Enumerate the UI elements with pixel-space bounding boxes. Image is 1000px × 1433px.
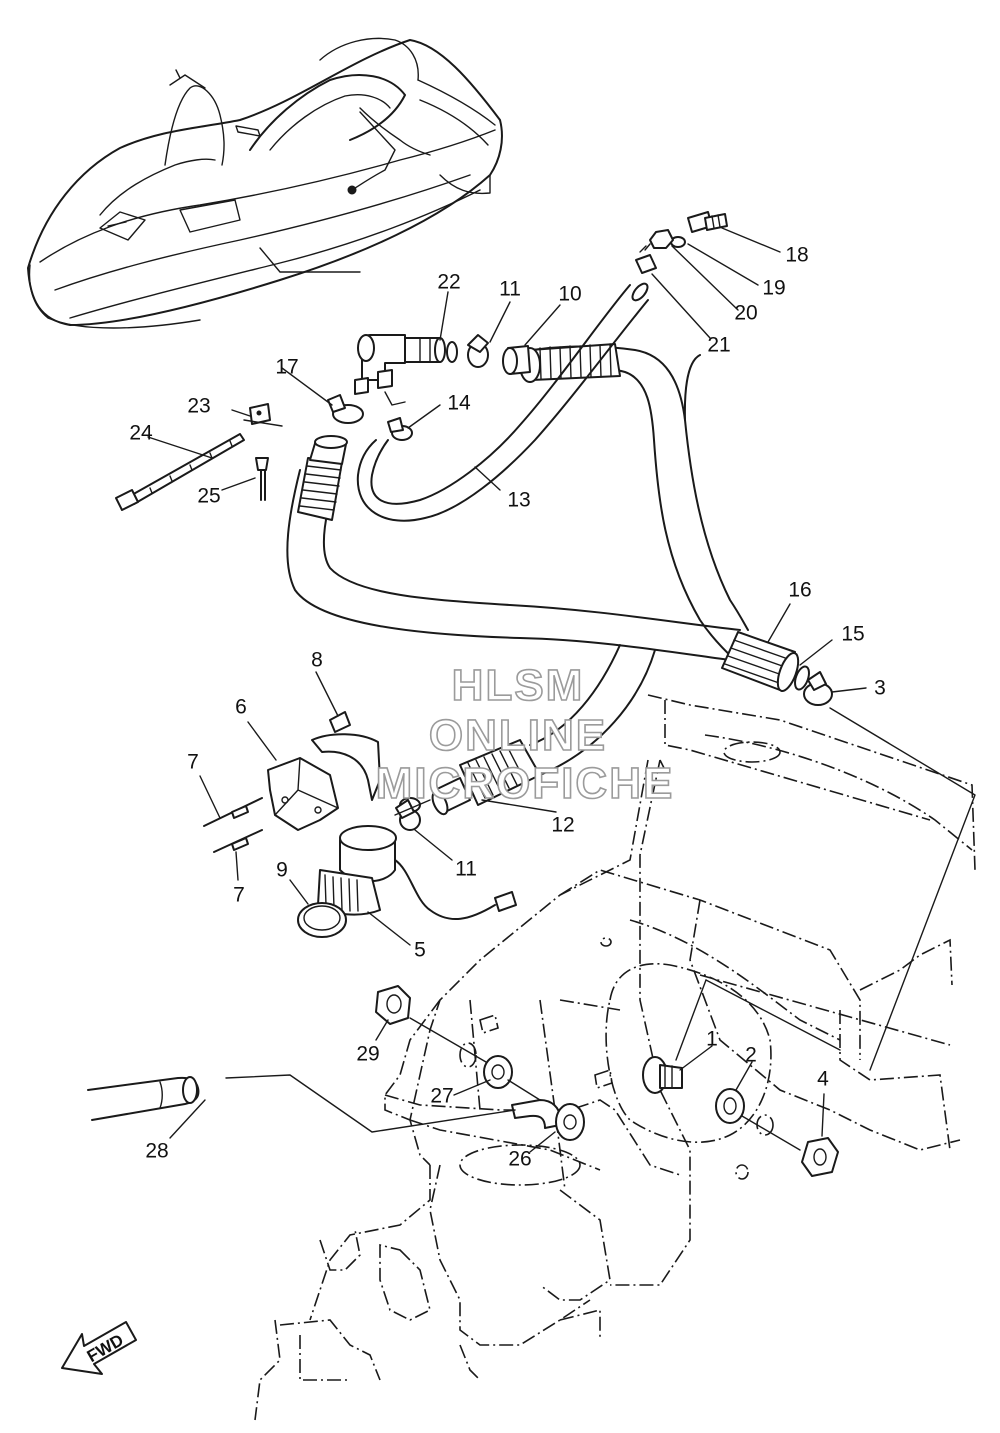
- fitting-26: [511, 1099, 585, 1141]
- clamp-8: [311, 711, 381, 801]
- callout-6: 6: [235, 696, 247, 719]
- holder-23: [243, 403, 283, 427]
- callout-24: 24: [129, 422, 153, 445]
- callout-16: 16: [788, 579, 811, 602]
- callout-2: 2: [745, 1044, 757, 1067]
- watermark-line-1: HLSM: [452, 661, 585, 710]
- callout-13: 13: [507, 489, 530, 512]
- watermark: HLSM ONLINE MICROFICHE: [375, 660, 675, 809]
- hose-clamp-11-upper: [467, 334, 489, 368]
- watercraft-overview-illustration: [27, 37, 503, 329]
- hose-clamp-14: [387, 417, 413, 441]
- grommet-21: [635, 243, 657, 274]
- callout-3: 3: [874, 677, 886, 700]
- hose-12: [431, 644, 656, 816]
- callout-18: 18: [785, 244, 808, 267]
- callout-10: 10: [558, 283, 581, 306]
- callout-7-lower: 7: [233, 884, 245, 907]
- callout-26: 26: [508, 1148, 531, 1171]
- callout-29: 29: [356, 1043, 379, 1066]
- sleeve-10: [502, 345, 531, 375]
- callout-4: 4: [817, 1068, 829, 1091]
- callout-14: 14: [447, 392, 471, 415]
- hose-clamp-11-lower: [395, 799, 421, 831]
- cable-tie-24: [115, 433, 245, 511]
- rivet-25: [255, 457, 269, 501]
- leader-lines: [147, 227, 976, 1153]
- washer-2: [715, 1088, 745, 1124]
- callout-labels: 1 2 3 4 5 6 7 7 8 9 10 11 11 12 13 14 15…: [129, 244, 886, 1171]
- hose-clamp-3: [803, 671, 833, 706]
- bolt-18: [687, 211, 728, 233]
- callout-27: 27: [430, 1085, 453, 1108]
- callout-5: 5: [414, 939, 426, 962]
- callout-12: 12: [551, 814, 574, 837]
- fwd-arrow-icon: FWD: [61, 1321, 137, 1375]
- nut-29: [375, 985, 411, 1025]
- cap-9: [297, 902, 347, 938]
- bracket-6: [267, 757, 339, 831]
- nut-20: [649, 229, 674, 249]
- elbow-fitting-22: [354, 334, 458, 406]
- callout-19: 19: [762, 277, 785, 300]
- hose-corrugation-lower: [721, 631, 810, 692]
- callout-17: 17: [275, 356, 298, 379]
- hose-13: [356, 282, 649, 522]
- washer-27: [483, 1055, 513, 1089]
- callout-7-upper: 7: [187, 751, 199, 774]
- hose-clamp-17: [327, 394, 364, 424]
- drain-tube: [87, 1076, 200, 1121]
- callout-15: 15: [841, 623, 864, 646]
- callout-9: 9: [276, 859, 288, 882]
- hose-corrugation-left: [297, 435, 348, 521]
- callout-23: 23: [187, 395, 210, 418]
- callout-1: 1: [706, 1028, 718, 1051]
- fitting-1: [642, 1056, 683, 1094]
- nut-4: [801, 1137, 839, 1177]
- callout-20: 20: [734, 302, 757, 325]
- callout-11-upper: 11: [499, 278, 521, 301]
- screw-7-upper: [203, 797, 263, 827]
- callout-22: 22: [437, 271, 460, 294]
- watermark-line-2: ONLINE: [429, 711, 607, 760]
- screw-7-lower: [213, 829, 263, 853]
- callout-11-lower: 11: [455, 858, 477, 881]
- callout-8: 8: [311, 649, 323, 672]
- watermark-line-3: MICROFICHE: [376, 759, 675, 808]
- callout-25: 25: [197, 485, 220, 508]
- callout-21: 21: [707, 334, 730, 357]
- callout-28: 28: [145, 1140, 168, 1163]
